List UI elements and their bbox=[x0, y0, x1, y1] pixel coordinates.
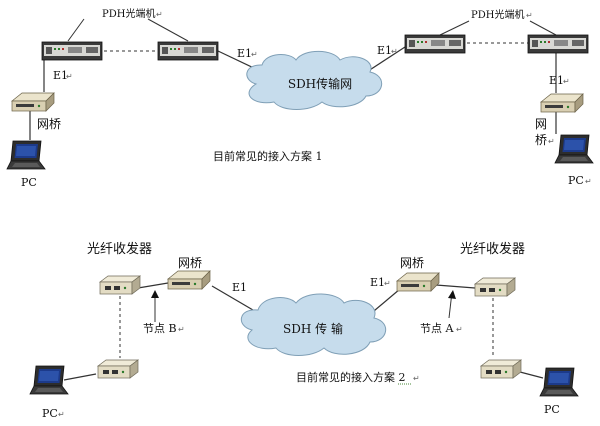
s2-left-bridge-label: 网桥 bbox=[178, 256, 202, 270]
s1-left-bridge bbox=[11, 92, 55, 112]
s2-right-node-arrowhead bbox=[448, 290, 456, 299]
svg-text:↵: ↵ bbox=[384, 279, 391, 288]
svg-text:↵: ↵ bbox=[456, 325, 463, 334]
s2-right-pc-label: PC bbox=[544, 403, 560, 416]
svg-text:↵: ↵ bbox=[58, 410, 65, 419]
s1-sdh-cloud bbox=[246, 50, 382, 110]
s2-left-pc-to-transceiver-line bbox=[63, 373, 97, 381]
s2-right-bridge bbox=[396, 272, 440, 292]
s1-right-pc-label: PC bbox=[568, 174, 584, 187]
s1-right-bridge bbox=[540, 93, 584, 113]
s1-right-pc-laptop bbox=[554, 134, 594, 164]
s1-caption: 目前常见的接入方案 1 bbox=[213, 149, 323, 163]
s2-cloud-label: SDH 传 输 bbox=[283, 321, 343, 336]
svg-text:↵: ↵ bbox=[548, 137, 555, 146]
svg-text:↵: ↵ bbox=[178, 325, 185, 334]
svg-text:↵: ↵ bbox=[391, 47, 398, 56]
s2-left-pc-label: PC bbox=[42, 407, 58, 420]
s1-right-pdh-terminal-2 bbox=[527, 34, 589, 54]
s2-left-transceiver-top bbox=[99, 275, 141, 295]
s1-left-e1-vertical-label: E1 bbox=[53, 69, 68, 82]
s2-right-transceiver-bottom bbox=[480, 359, 522, 379]
s1-left-pdh-terminal-2 bbox=[157, 41, 219, 61]
s1-right-bridge-label-2: 桥 bbox=[535, 133, 547, 147]
svg-text:↵: ↵ bbox=[66, 72, 73, 81]
s2-left-transceiver-to-bridge-line bbox=[137, 282, 169, 289]
s2-right-bridge-label: 网桥 bbox=[400, 256, 424, 270]
scheme1: SDH传输网 PDH光端机 ↵ E1 ↵ E1 ↵ 网桥 PC PDH光端机 ↵… bbox=[6, 7, 594, 189]
svg-text:↵: ↵ bbox=[526, 11, 533, 20]
s2-left-transceiver-label: 光纤收发器 bbox=[87, 241, 152, 257]
s1-left-leader-1 bbox=[67, 18, 85, 42]
svg-text:↵: ↵ bbox=[563, 77, 570, 86]
s2-left-node-label: 节点 B bbox=[143, 322, 177, 335]
s1-left-pdh-label: PDH光端机 bbox=[102, 7, 155, 20]
s2-right-transceiver-to-pc-line bbox=[519, 371, 544, 379]
scheme2: SDH 传 输 光纤收发器 网桥 E1 节点 B ↵ PC ↵ E1 ↵ 网桥 … bbox=[29, 241, 579, 420]
s1-right-leader-1 bbox=[439, 20, 470, 36]
s2-right-bridge-to-transceiver-line bbox=[435, 284, 476, 289]
s1-right-pdh-label: PDH光端机 bbox=[471, 8, 524, 21]
s2-caption: 目前常见的接入方案 2 bbox=[296, 370, 406, 384]
s2-right-transceiver-top bbox=[474, 277, 516, 297]
svg-text:↵: ↵ bbox=[413, 374, 420, 383]
s2-left-bridge-to-cloud-line bbox=[211, 285, 259, 314]
svg-text:↵: ↵ bbox=[156, 10, 163, 19]
s2-left-e1-label: E1 bbox=[232, 281, 247, 294]
s1-right-e1-vertical-label: E1 bbox=[549, 74, 564, 87]
s1-left-pdh-terminal-1 bbox=[41, 41, 103, 61]
s2-right-node-label: 节点 A bbox=[420, 322, 454, 335]
s2-right-pc-laptop bbox=[539, 367, 579, 397]
s1-left-leader-2 bbox=[147, 18, 189, 42]
s1-right-pdh-terminal-1 bbox=[404, 34, 466, 54]
svg-text:↵: ↵ bbox=[585, 177, 592, 186]
s2-left-transceiver-bottom bbox=[97, 359, 139, 379]
s2-right-transceiver-label: 光纤收发器 bbox=[460, 241, 525, 257]
s1-right-bridge-label-1: 网 bbox=[535, 117, 547, 131]
s2-left-node-arrowhead bbox=[151, 290, 159, 298]
svg-text:↵: ↵ bbox=[251, 50, 258, 59]
s1-left-pc-label: PC bbox=[21, 176, 37, 189]
s2-sdh-cloud bbox=[241, 293, 386, 356]
s1-left-pc-laptop bbox=[6, 140, 46, 170]
s1-right-e1-cloud-label: E1 bbox=[377, 44, 392, 57]
s1-right-leader-2 bbox=[529, 20, 557, 36]
s2-right-e1-label: E1 bbox=[370, 276, 385, 289]
s2-left-bridge bbox=[167, 270, 211, 290]
s2-left-pc-laptop bbox=[29, 365, 69, 395]
s1-cloud-label: SDH传输网 bbox=[288, 76, 352, 91]
s1-left-e1-cloud-label: E1 bbox=[237, 47, 252, 60]
s1-left-bridge-label: 网桥 bbox=[37, 117, 61, 131]
